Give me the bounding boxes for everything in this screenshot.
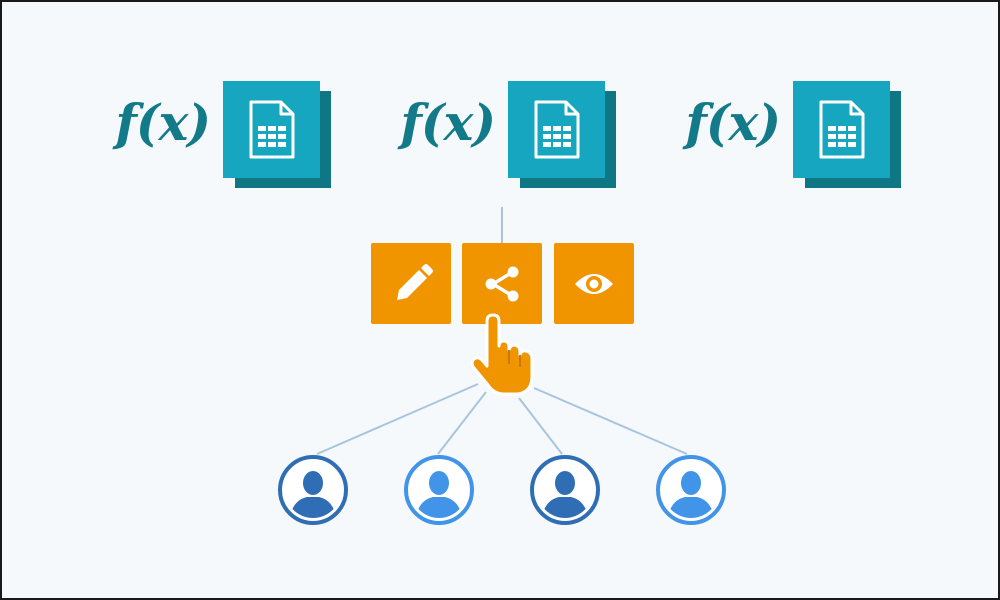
view-button[interactable] <box>554 243 634 324</box>
spreadsheet-icon <box>819 100 865 159</box>
user-avatar[interactable] <box>530 455 600 525</box>
spreadsheet-document[interactable] <box>508 81 616 188</box>
spreadsheet-icon <box>249 100 295 159</box>
user-connector <box>533 387 688 455</box>
eye-icon <box>575 274 613 294</box>
user-avatar[interactable] <box>404 455 474 525</box>
user-icon <box>656 455 726 525</box>
formula-label: f(x) <box>685 93 781 152</box>
user-connector <box>437 391 487 455</box>
spreadsheet-document[interactable] <box>223 81 331 188</box>
user-icon <box>278 455 348 525</box>
edit-button[interactable] <box>371 243 451 324</box>
pencil-icon <box>397 264 433 300</box>
spreadsheet-document[interactable] <box>793 81 901 188</box>
formula-label: f(x) <box>400 93 496 152</box>
formula-label: f(x) <box>115 93 211 152</box>
pointer-hand-icon <box>470 313 534 396</box>
user-connector <box>316 383 479 455</box>
share-button[interactable] <box>462 243 542 324</box>
user-connector <box>518 397 563 455</box>
user-icon <box>404 455 474 525</box>
user-avatar[interactable] <box>278 455 348 525</box>
user-icon <box>530 455 600 525</box>
user-avatar[interactable] <box>656 455 726 525</box>
share-icon <box>485 266 519 302</box>
spreadsheet-icon <box>534 100 580 159</box>
